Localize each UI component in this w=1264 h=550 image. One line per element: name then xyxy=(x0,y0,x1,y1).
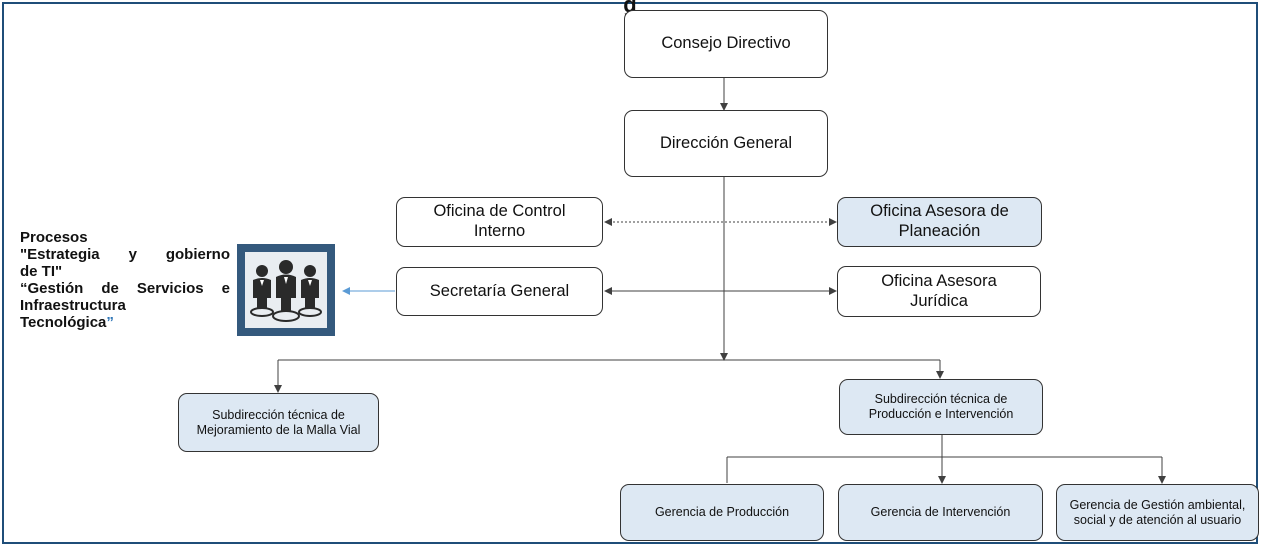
node-oficina-control-interno-label: Oficina de Control Interno xyxy=(433,202,566,240)
node-gerencia-intervencion-label: Gerencia de Intervención xyxy=(870,505,1011,519)
processes-closing-quote: ” xyxy=(106,314,114,331)
processes-line-5: Infraestructura xyxy=(20,297,126,314)
node-direccion-general-label: Dirección General xyxy=(659,133,793,152)
processes-label: Procesos "Estrategia y gobierno de TI" “… xyxy=(20,229,230,331)
processes-line-1: Procesos xyxy=(20,229,88,246)
node-oficina-planeacion: Oficina Asesora de Planeación xyxy=(837,197,1042,247)
node-oficina-juridica-label: Oficina Asesora Jurídica xyxy=(881,271,997,310)
business-people-icon xyxy=(237,244,335,336)
node-gerencia-gestion-ambiental-label: Gerencia de Gestión ambiental, social y … xyxy=(1069,497,1246,527)
node-secretaria-general: Secretaría General xyxy=(396,267,603,316)
node-oficina-planeacion-label: Oficina Asesora de Planeación xyxy=(870,202,1009,240)
node-direccion-general: Dirección General xyxy=(624,110,828,177)
node-secretaria-general-label: Secretaría General xyxy=(429,281,570,300)
node-oficina-juridica: Oficina Asesora Jurídica xyxy=(837,266,1041,317)
processes-line-4: “Gestión de Servicios e xyxy=(20,280,230,297)
node-consejo-directivo-label: Consejo Directivo xyxy=(661,34,791,53)
processes-line-2: "Estrategia y gobierno xyxy=(20,246,230,263)
node-subdireccion-produccion: Subdirección técnica de Producción e Int… xyxy=(839,379,1043,435)
node-gerencia-intervencion: Gerencia de Intervención xyxy=(838,484,1043,541)
node-subdireccion-malla-vial-label: Subdirección técnica de Mejoramiento de … xyxy=(196,407,361,437)
node-subdireccion-malla-vial: Subdirección técnica de Mejoramiento de … xyxy=(178,393,379,452)
node-gerencia-produccion-label: Gerencia de Producción xyxy=(654,505,790,519)
processes-line-3: de TI" xyxy=(20,263,63,280)
node-gerencia-produccion: Gerencia de Producción xyxy=(620,484,824,541)
node-gerencia-gestion-ambiental: Gerencia de Gestión ambiental, social y … xyxy=(1056,484,1259,541)
node-consejo-directivo: Consejo Directivo xyxy=(624,10,828,78)
node-subdireccion-produccion-label: Subdirección técnica de Producción e Int… xyxy=(868,392,1014,421)
node-oficina-control-interno: Oficina de Control Interno xyxy=(396,197,603,247)
processes-line-6: Tecnológica xyxy=(20,314,107,331)
